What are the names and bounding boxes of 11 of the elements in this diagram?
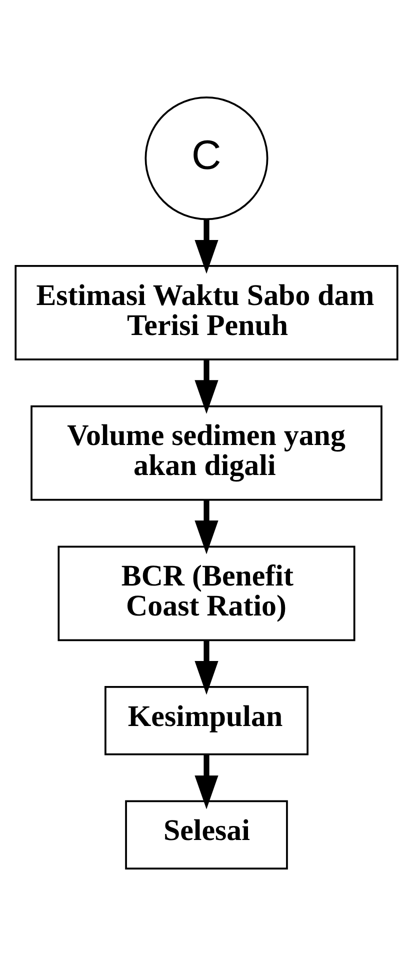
node-box: Volume sedimen yang akan digali [30,405,382,501]
arrow [194,360,218,414]
node-box: BCR (Benefit Coast Ratio) [58,546,356,642]
arrow [194,500,218,554]
node-box: Estimasi Waktu Sabo dam Terisi Penuh [14,264,398,360]
arrow [194,640,218,695]
arrow [194,754,218,810]
node-circle: C [144,96,268,220]
node-box: Selesai [125,800,288,870]
arrow [194,220,218,274]
node-box: Kesimpulan [104,686,308,756]
